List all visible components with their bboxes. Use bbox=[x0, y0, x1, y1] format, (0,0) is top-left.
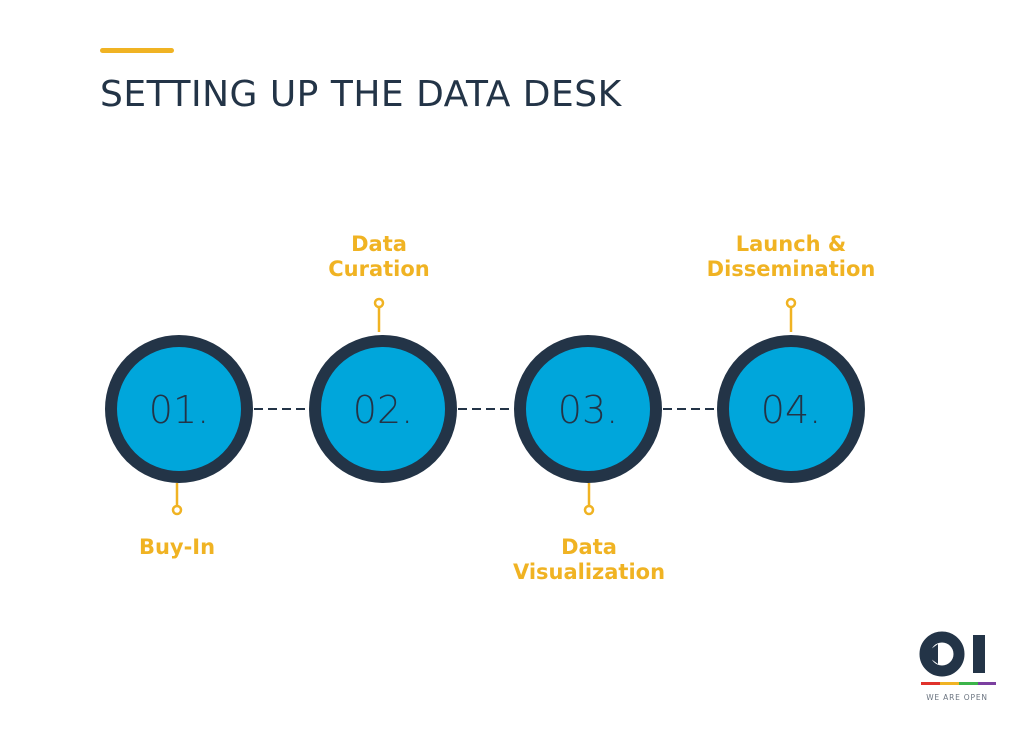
step-3: 03. bbox=[514, 335, 662, 516]
step-1-label: Buy-In bbox=[138, 535, 216, 559]
step-3-pin-dot bbox=[583, 504, 595, 516]
step-1-pin-dot bbox=[171, 504, 183, 516]
title-accent-bar bbox=[100, 48, 174, 53]
step-4-label: Launch & Dissemination bbox=[706, 232, 876, 281]
logo-caption: WE ARE OPEN bbox=[926, 693, 988, 702]
step-2-number: 02. bbox=[353, 388, 413, 432]
step-2: 02. bbox=[309, 297, 457, 483]
step-1-number: 01. bbox=[149, 388, 209, 432]
step-2-circle bbox=[309, 335, 457, 483]
step-4-pin-dot bbox=[785, 297, 797, 309]
page-title: SETTING UP THE DATA DESK bbox=[100, 74, 622, 115]
step-1: 01. bbox=[105, 335, 253, 516]
step-2-pin-dot bbox=[373, 297, 385, 309]
step-4-number: 04. bbox=[761, 388, 821, 432]
step-1-circle bbox=[105, 335, 253, 483]
step-4: 04. bbox=[717, 297, 865, 483]
step-3-label: Data Visualization bbox=[512, 535, 666, 584]
step-3-circle bbox=[514, 335, 662, 483]
step-3-number: 03. bbox=[558, 388, 618, 432]
oi-logo-icon bbox=[919, 631, 996, 685]
step-4-circle bbox=[717, 335, 865, 483]
step-2-label: Data Curation bbox=[328, 232, 430, 281]
